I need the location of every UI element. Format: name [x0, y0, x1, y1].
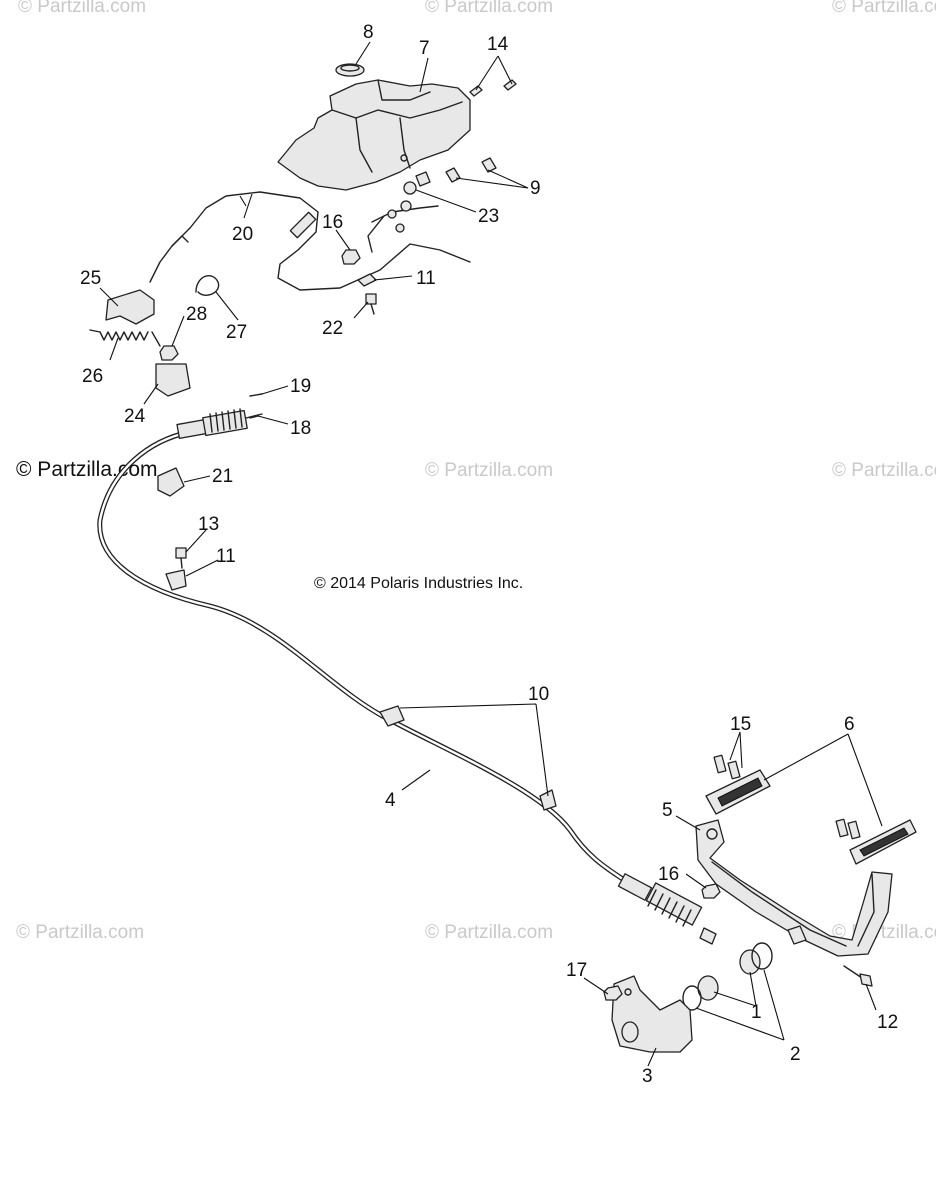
part-13-bolt: [175, 547, 187, 569]
watermark-mid-middle: © Partzilla.com: [425, 460, 553, 481]
callout-23: 23: [478, 206, 499, 227]
part-4-brake-cable: [97, 408, 717, 945]
callout-16-lower: 16: [658, 864, 679, 885]
part-27-clip: [195, 274, 220, 296]
watermark-bottom-left: © Partzilla.com: [16, 922, 144, 943]
callout-11-upper: 11: [416, 268, 436, 289]
part-6-pedal-pad-b: [849, 819, 917, 865]
callout-2: 2: [790, 1044, 801, 1065]
callout-24: 24: [124, 406, 146, 427]
watermark-top-right: © Partzilla.com: [832, 0, 936, 17]
callout-7: 7: [419, 38, 430, 59]
part-6-pedal-pad-a: [705, 769, 771, 815]
part-16-nut-upper: [341, 249, 361, 265]
part-10-clamp-a: [379, 705, 405, 727]
part-11-clamp-lower: [165, 569, 187, 591]
callout-11-lower: 11: [216, 546, 236, 567]
callout-25: 25: [80, 268, 101, 289]
callout-17: 17: [566, 960, 587, 981]
callout-26: 26: [82, 366, 103, 387]
watermark-mid-left: © Partzilla.com: [16, 458, 158, 481]
part-19-pin: [249, 393, 263, 397]
part-15-screws: [713, 754, 861, 840]
callout-1: 1: [751, 1002, 762, 1023]
part-2-orings: [682, 942, 773, 1011]
watermark-top-middle: © Partzilla.com: [425, 0, 553, 17]
watermark-top-left: © Partzilla.com: [18, 0, 146, 17]
part-24-bracket: [155, 363, 191, 397]
callout-28: 28: [186, 304, 207, 325]
part-28-nut: [159, 345, 179, 361]
part-12-bolt: [843, 965, 873, 987]
linkage-upper: [367, 200, 439, 253]
part-17-nut: [603, 985, 623, 1001]
part-9-clips: [415, 157, 497, 187]
callout-9: 9: [530, 178, 541, 199]
part-21-clamp: [157, 467, 185, 497]
callout-20: 20: [232, 224, 253, 245]
copyright-notice: © 2014 Polaris Industries Inc.: [314, 575, 523, 592]
part-25-bracket: [105, 289, 155, 325]
part-16-nut-lower: [701, 883, 721, 899]
part-20-cable: [149, 191, 471, 291]
callout-16-upper: 16: [322, 212, 343, 233]
callout-4: 4: [385, 790, 396, 811]
callout-19: 19: [290, 376, 311, 397]
callout-8: 8: [363, 22, 374, 43]
leader-lines: [99, 41, 883, 1067]
part-22-bolt: [365, 293, 377, 315]
watermark-mid-right: © Partzilla.com: [832, 460, 936, 481]
callout-12: 12: [877, 1012, 898, 1033]
part-26-spring: [89, 329, 161, 347]
callout-27: 27: [226, 322, 247, 343]
part-14-screws: [469, 79, 517, 97]
callout-10: 10: [528, 684, 549, 705]
callout-6: 6: [844, 714, 855, 735]
callout-13: 13: [198, 514, 219, 535]
callout-22: 22: [322, 318, 343, 339]
part-11-clamp-upper: [357, 273, 377, 287]
callout-5: 5: [662, 800, 673, 821]
part-3-bracket: [611, 975, 693, 1053]
part-8-grommet: [335, 63, 365, 77]
part-5-pedal-arm: [695, 819, 893, 957]
callout-18: 18: [290, 418, 311, 439]
callout-21: 21: [212, 466, 233, 487]
callout-15: 15: [730, 714, 751, 735]
callout-14: 14: [487, 34, 509, 55]
part-7-cover: [277, 79, 471, 191]
callout-3: 3: [642, 1066, 653, 1087]
part-18-clip: [249, 415, 259, 419]
part-23-washer: [403, 181, 417, 195]
watermark-bottom-middle: © Partzilla.com: [425, 922, 553, 943]
